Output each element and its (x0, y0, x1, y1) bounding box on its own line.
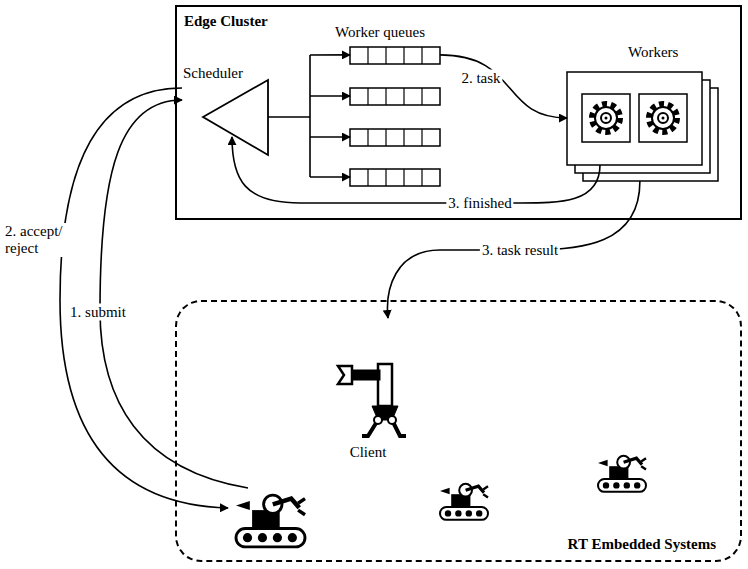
node-heading: Client (330, 444, 406, 461)
edge-label: 3. task result (480, 242, 560, 259)
connector-line (100, 100, 248, 488)
node-heading: Workers (628, 44, 678, 61)
connector (268, 55, 350, 177)
connector (388, 181, 640, 318)
node-heading: Worker queues (335, 24, 425, 41)
queue-group: Worker queues (333, 22, 448, 190)
edge-label: 1. submit (68, 304, 128, 321)
edge-label: 3. finished (446, 195, 513, 212)
connector-line (310, 95, 350, 97)
connector (232, 137, 600, 203)
connector-line (440, 55, 567, 118)
node-heading: RT Embedded Systems (568, 536, 716, 553)
connector-line (310, 176, 350, 178)
embedded-region: RT Embedded Systems Client (175, 300, 742, 562)
connector (100, 100, 248, 488)
connector (440, 55, 567, 118)
node-heading: Scheduler (183, 65, 243, 82)
edge-label: 2. task (459, 70, 502, 87)
connector-line (388, 181, 640, 318)
node-heading: Edge Cluster (184, 13, 268, 30)
worker-stack: Workers (560, 40, 730, 200)
connector-line (268, 55, 350, 177)
triangle-outline (203, 80, 268, 155)
connector-line (60, 88, 228, 508)
cluster-box: Edge ClusterScheduler Worker queuesWorker… (175, 5, 742, 220)
scheduler-triangle: Scheduler (180, 62, 272, 157)
client-robot: Client (330, 358, 406, 464)
connector-line (232, 137, 600, 203)
connector (60, 88, 228, 508)
edge-label: 2. accept/ reject (3, 223, 69, 257)
connector-line (310, 136, 350, 138)
